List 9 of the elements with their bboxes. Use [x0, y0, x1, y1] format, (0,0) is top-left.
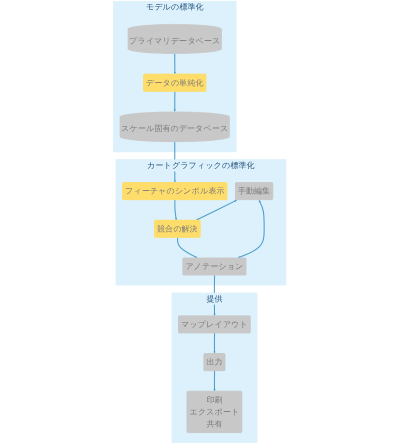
arrow	[174, 54, 176, 74]
arrow	[174, 200, 178, 220]
arrow	[177, 238, 198, 258]
arrow	[214, 371, 216, 392]
arrow	[238, 200, 266, 258]
arrow	[174, 92, 176, 112]
arrow	[214, 333, 216, 354]
arrow	[196, 200, 238, 220]
arrow	[214, 275, 216, 316]
